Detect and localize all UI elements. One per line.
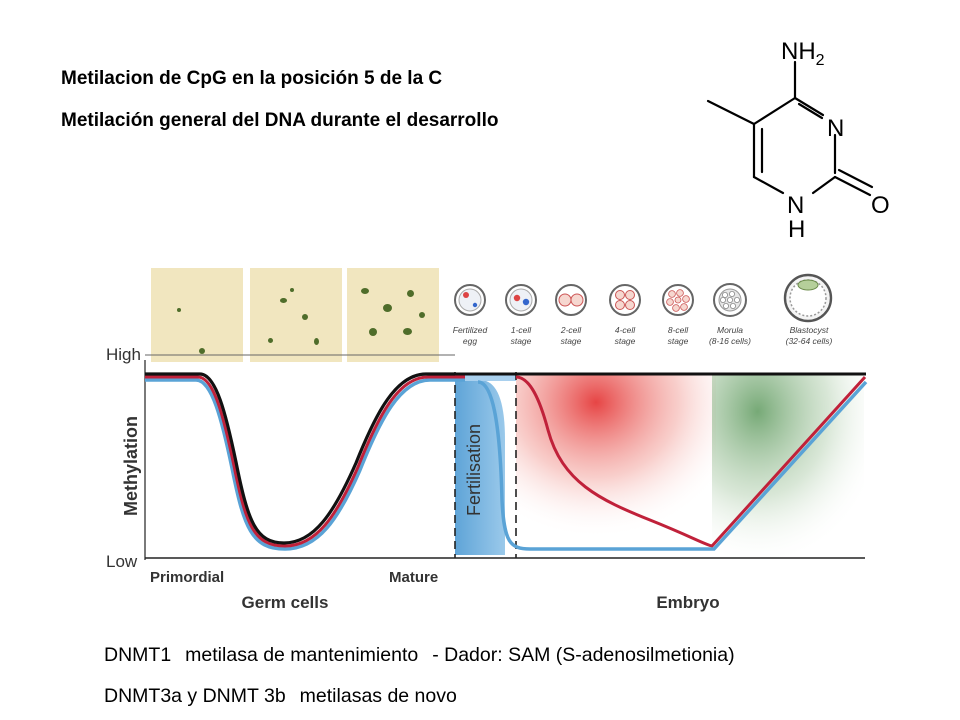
stage-label-2cell: 2-cell bbox=[560, 325, 582, 335]
cell-dot bbox=[403, 328, 412, 335]
stage-label-fertilized: Fertilized bbox=[453, 325, 488, 335]
note-line-1: DNMT1 metilasa de mantenimiento - Dador: S… bbox=[104, 644, 735, 667]
cell-dot bbox=[369, 328, 377, 336]
n1-label: N bbox=[787, 192, 804, 219]
cell-dot bbox=[361, 288, 369, 294]
title-line-2: Metilación general del DNA durante el de… bbox=[61, 110, 499, 131]
blue-embryo-curve bbox=[477, 380, 868, 551]
blue-germ-curve bbox=[145, 378, 465, 551]
stage-label-1cell: 1-cell bbox=[511, 325, 532, 335]
stage-8-cell bbox=[662, 284, 694, 316]
stage-2-cell bbox=[555, 284, 587, 316]
stage-label-morula: Morula bbox=[717, 325, 743, 335]
oxygen-label: O bbox=[871, 192, 890, 219]
stage-morula bbox=[713, 283, 747, 317]
fertilisation-band-top bbox=[455, 375, 516, 381]
stage-label-1cell-2: stage bbox=[511, 336, 532, 346]
stage-label-8cell: 8-cell bbox=[668, 325, 689, 335]
h-label: H bbox=[788, 216, 805, 243]
stage-4-cell bbox=[609, 284, 641, 316]
stage-label-4cell: 4-cell bbox=[615, 325, 636, 335]
cell-dot bbox=[383, 304, 392, 312]
cell-dot bbox=[419, 312, 425, 318]
stage-label-4cell-2: stage bbox=[615, 336, 636, 346]
dnmt1-role: metilasa de mantenimiento bbox=[185, 644, 419, 666]
cell-dot bbox=[280, 298, 287, 303]
red-zone bbox=[516, 375, 716, 557]
donor-label: - Dador: SAM (S-adenosilmetionia) bbox=[432, 644, 735, 666]
stage-label-2cell-2: stage bbox=[561, 336, 582, 346]
stage-label-fertilized-2: egg bbox=[463, 336, 477, 346]
germ-cell-photo-2 bbox=[250, 268, 342, 362]
germ-cell-photo-3 bbox=[347, 268, 439, 362]
stage-1-cell bbox=[505, 284, 537, 316]
high-label: High bbox=[106, 345, 141, 364]
low-label: Low bbox=[106, 552, 138, 571]
stage-label-8cell-2: stage bbox=[668, 336, 689, 346]
nh2-label: NH2 bbox=[781, 38, 825, 69]
cell-dot bbox=[268, 338, 273, 343]
note-line-2: DNMT3a y DNMT 3b metilasas de novo bbox=[104, 685, 457, 708]
cell-dot bbox=[407, 290, 414, 297]
fertilisation-band bbox=[455, 380, 505, 555]
n3-label: N bbox=[827, 115, 844, 142]
cell-dot bbox=[177, 308, 181, 312]
title-line-1: Metilacion de CpG en la posición 5 de la… bbox=[61, 68, 443, 89]
stage-label-morula-2: (8-16 cells) bbox=[709, 336, 751, 346]
dnmt3-role: metilasas de novo bbox=[299, 685, 457, 707]
red-germ-curve bbox=[145, 375, 465, 548]
methylcytosine-structure: NH2 N N H O bbox=[706, 38, 890, 243]
stage-label-blastocyst-2: (32-64 cells) bbox=[786, 336, 833, 346]
cell-dot bbox=[199, 348, 205, 354]
methylation-diagram: High Low Methylation Fertilisation Primo… bbox=[106, 273, 868, 612]
black-germ-curve bbox=[145, 372, 455, 545]
cell-dot bbox=[302, 314, 308, 320]
stage-label-blastocyst: Blastocyst bbox=[790, 325, 829, 335]
primordial-label: Primordial bbox=[150, 569, 224, 586]
embryo-label: Embryo bbox=[656, 593, 719, 612]
red-embryo-curve bbox=[515, 375, 867, 548]
germ-cells-label: Germ cells bbox=[242, 593, 329, 612]
stage-blastocyst bbox=[783, 273, 833, 323]
dnmt1-label: DNMT1 bbox=[104, 644, 172, 666]
cell-dot bbox=[314, 338, 319, 345]
fertilisation-label: Fertilisation bbox=[464, 424, 484, 516]
stage-fertilized-egg bbox=[454, 284, 486, 316]
methylation-axis-label: Methylation bbox=[121, 416, 141, 516]
mature-label: Mature bbox=[389, 569, 438, 586]
germ-cell-photo-1 bbox=[151, 268, 243, 362]
cell-dot bbox=[290, 288, 294, 292]
dnmt3-label: DNMT3a y DNMT 3b bbox=[104, 685, 286, 707]
